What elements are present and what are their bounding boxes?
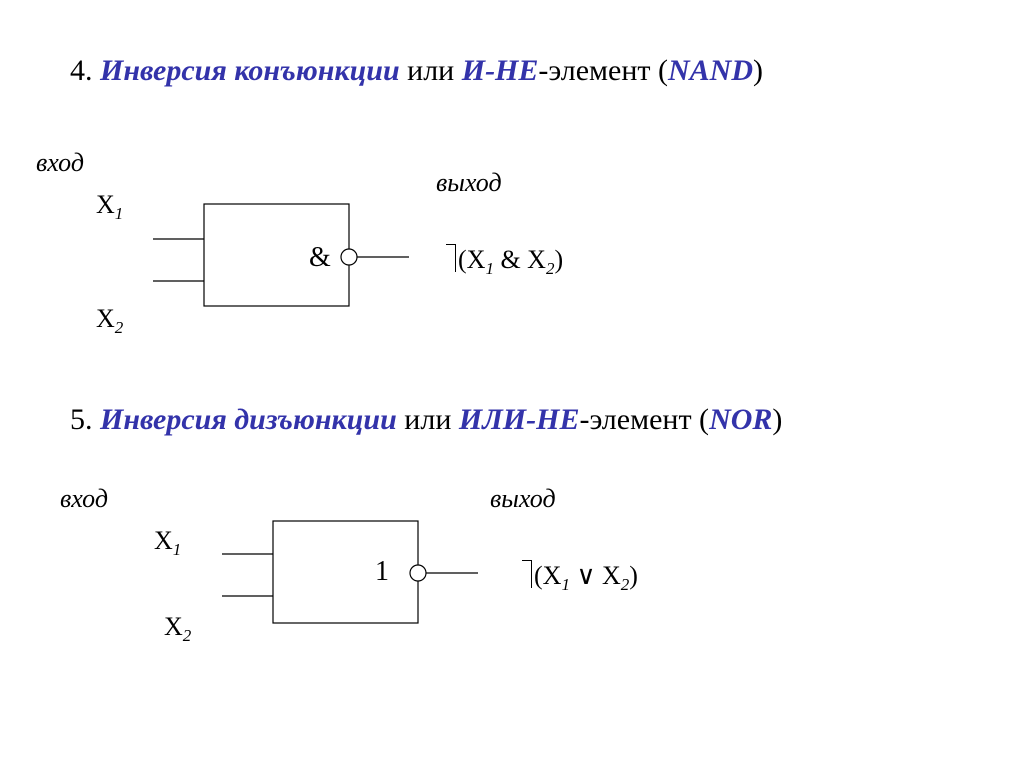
nand-x2-sub: 2 bbox=[114, 318, 124, 337]
nand-x1-sub: 1 bbox=[114, 204, 124, 223]
nand-formula-sub1: 1 bbox=[485, 259, 494, 278]
nor-close: ) bbox=[772, 403, 783, 436]
nor-gate-box bbox=[272, 520, 419, 624]
nor-code: NOR bbox=[709, 403, 773, 436]
nand-title-or: или bbox=[399, 54, 462, 87]
nand-output-label: выход bbox=[436, 168, 502, 197]
nand-title-bold: Инверсия конъюнкции bbox=[100, 54, 400, 87]
nor-x2-text: X bbox=[164, 612, 183, 641]
nand-x2-text: X bbox=[96, 304, 115, 333]
nand-element-rest: -элемент ( bbox=[538, 54, 668, 87]
nor-inversion-bubble bbox=[409, 564, 427, 582]
nor-negation-sign bbox=[522, 560, 532, 588]
nor-formula-sub2: 2 bbox=[620, 575, 630, 594]
nand-x1-label: X1 bbox=[96, 190, 123, 223]
nor-title-bold: Инверсия дизъюнкции bbox=[100, 403, 397, 436]
nand-input-label: вход bbox=[36, 148, 84, 177]
nor-formula-op: ∨ X bbox=[569, 561, 621, 590]
nand-close: ) bbox=[753, 54, 763, 87]
nor-number: 5. bbox=[70, 403, 100, 436]
nor-x2-sub: 2 bbox=[182, 626, 192, 645]
nor-gate-symbol: 1 bbox=[375, 556, 389, 587]
nor-formula-open: (X bbox=[534, 561, 562, 590]
nor-x2-label: X2 bbox=[164, 612, 191, 645]
nor-heading: 5. Инверсия дизъюнкции или ИЛИ-НЕ-элемен… bbox=[70, 405, 782, 435]
nor-output-label: выход bbox=[490, 484, 556, 513]
nor-x1-sub: 1 bbox=[172, 540, 182, 559]
nand-x2-label: X2 bbox=[96, 304, 123, 337]
nor-x1-label: X1 bbox=[154, 526, 181, 559]
nand-code: NAND bbox=[667, 54, 753, 87]
nand-negation-sign bbox=[446, 244, 456, 272]
nand-formula-op: & X bbox=[493, 245, 546, 274]
nand-formula-sub2: 2 bbox=[545, 259, 555, 278]
nand-gate-box bbox=[203, 203, 350, 307]
nor-output-formula: (X1 ∨ X2) bbox=[522, 560, 638, 593]
nand-inversion-bubble bbox=[340, 248, 358, 266]
nor-formula-close: ) bbox=[629, 561, 638, 590]
nor-formula-sub1: 1 bbox=[561, 575, 570, 594]
nand-heading: 4. Инверсия конъюнкции или И-НЕ-элемент … bbox=[70, 56, 763, 86]
nand-number: 4. bbox=[70, 54, 100, 87]
nor-x1-text: X bbox=[154, 526, 173, 555]
nor-input-label: вход bbox=[60, 484, 108, 513]
nand-output-formula: (X1 & X2) bbox=[446, 244, 564, 277]
nand-x1-text: X bbox=[96, 190, 115, 219]
nor-title-or: или bbox=[396, 403, 459, 436]
nand-element-name: И-НЕ bbox=[461, 54, 539, 87]
nor-element-rest: -элемент ( bbox=[579, 403, 710, 436]
nand-gate-symbol: & bbox=[309, 242, 331, 273]
nand-formula-close: ) bbox=[554, 245, 564, 274]
nand-formula-open: (X bbox=[458, 245, 486, 274]
nor-element-name: ИЛИ-НЕ bbox=[458, 403, 580, 436]
